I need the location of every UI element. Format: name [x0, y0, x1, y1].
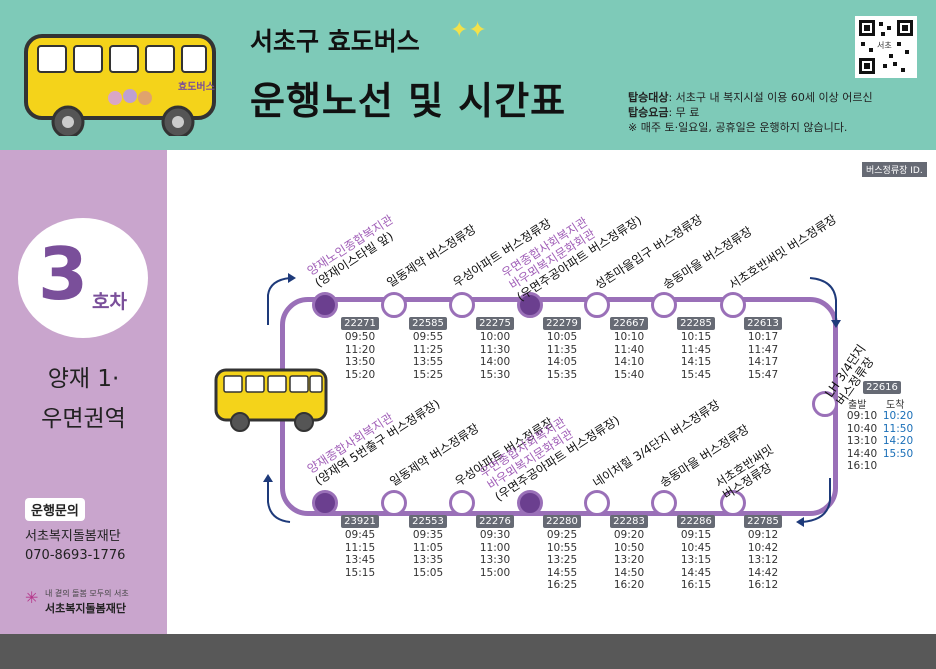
- qr-label: 서초: [877, 40, 892, 51]
- stop-id: 23921: [341, 515, 379, 528]
- stop-marker[interactable]: [517, 490, 543, 516]
- arrow-down-left-icon: [796, 478, 831, 527]
- footer-bar: [0, 634, 936, 669]
- stop-id: 22283: [610, 515, 648, 528]
- info-fare: 탑승요금: 무 료: [628, 106, 700, 119]
- stop-id: 22279: [543, 317, 581, 330]
- info-target: 탑승대상: 서초구 내 복지시설 이용 60세 이상 어르신: [628, 91, 873, 104]
- logo-tagline: 내 곁의 돌봄 모두의 서초: [45, 589, 129, 598]
- stop-id: 22613: [744, 317, 782, 330]
- sparkle-icon: ✦✦: [450, 18, 487, 43]
- stop-id: 22285: [677, 317, 715, 330]
- departure-label: 출발: [848, 400, 867, 411]
- stop-marker[interactable]: [584, 490, 610, 516]
- arrow-left-up-icon: [263, 474, 291, 523]
- stop-marker[interactable]: [449, 292, 475, 318]
- route-number: 3: [38, 232, 89, 316]
- title-small: 서초구 효도버스: [250, 27, 420, 56]
- stop-id: 22280: [543, 515, 581, 528]
- bus-sign-text: 효도버스: [178, 80, 215, 93]
- arrival-label: 도착: [886, 400, 905, 411]
- contact-badge: 운행문의: [25, 498, 85, 521]
- stop-marker[interactable]: [517, 292, 543, 318]
- stop-marker[interactable]: [720, 292, 746, 318]
- logo-name: 서초복지돌봄재단: [45, 602, 126, 615]
- end-stop-marker[interactable]: [812, 391, 838, 417]
- arrow-up-left-icon: [267, 273, 296, 325]
- stop-id: 22276: [476, 515, 514, 528]
- stop-id-header: 버스정류장 ID.: [862, 162, 927, 177]
- contact-phone[interactable]: 070-8693-1776: [25, 548, 126, 563]
- route-suffix: 호차: [92, 291, 127, 313]
- stop-id: 22275: [476, 317, 514, 330]
- end-stop-id: 22616: [863, 381, 901, 394]
- stop-id: 22585: [409, 317, 447, 330]
- area-line-2: 우면권역: [41, 406, 126, 432]
- stop-id: 22286: [677, 515, 715, 528]
- stop-marker[interactable]: [449, 490, 475, 516]
- side-bus-illustration: [214, 368, 328, 432]
- page-title: 운행노선 및 시간표: [250, 79, 567, 123]
- contact-org: 서초복지돌봄재단: [25, 529, 121, 544]
- bus-illustration: 효도버스: [24, 34, 216, 136]
- info-block: 탑승대상: 서초구 내 복지시설 이용 60세 이상 어르신 탑승요금: 무 료…: [628, 90, 873, 135]
- stop-id: 22271: [341, 317, 379, 330]
- stop-marker[interactable]: [584, 292, 610, 318]
- route-number-circle: [18, 218, 148, 338]
- stop-marker[interactable]: [312, 292, 338, 318]
- stop-marker[interactable]: [381, 490, 407, 516]
- stop-id: 22785: [744, 515, 782, 528]
- stop-marker[interactable]: [381, 292, 407, 318]
- stop-id: 22553: [409, 515, 447, 528]
- stop-marker[interactable]: [651, 490, 677, 516]
- stop-marker[interactable]: [720, 490, 746, 516]
- foundation-logo-icon: ✳: [25, 588, 39, 607]
- arrow-right-down-icon: [809, 277, 841, 328]
- stop-id: 22667: [610, 317, 648, 330]
- stop-marker[interactable]: [651, 292, 677, 318]
- qr-code[interactable]: 서초: [855, 16, 917, 78]
- area-line-1: 양재 1·: [47, 366, 120, 392]
- stop-marker[interactable]: [312, 490, 338, 516]
- info-note: ※ 매주 토·일요일, 공휴일은 운행하지 않습니다.: [628, 121, 848, 134]
